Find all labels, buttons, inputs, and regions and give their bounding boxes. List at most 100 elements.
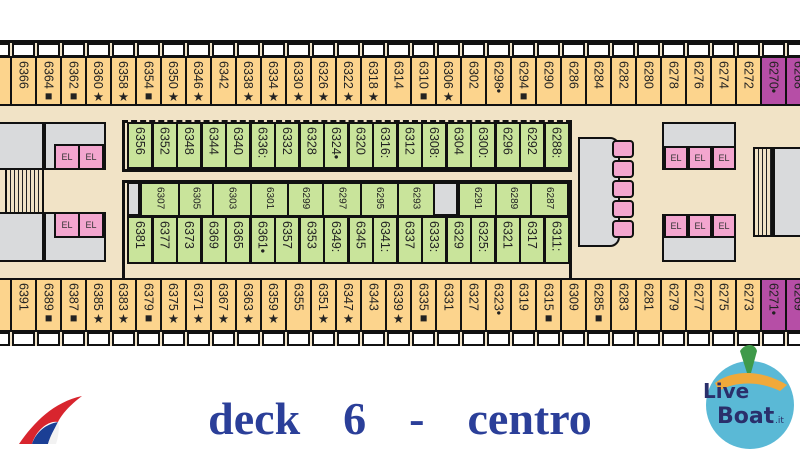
cabin[interactable]: 6279 bbox=[660, 278, 687, 332]
cabin[interactable]: 6347★ bbox=[335, 278, 362, 332]
cabin[interactable]: 6289 bbox=[495, 182, 532, 217]
cabin[interactable]: 6311: bbox=[543, 216, 570, 264]
cabin[interactable]: 6268 bbox=[785, 56, 800, 106]
cabin[interactable]: 6297 bbox=[322, 182, 362, 217]
cabin[interactable]: 6318★ bbox=[360, 56, 387, 106]
cabin[interactable]: 6294■ bbox=[510, 56, 537, 106]
cabin[interactable]: 6350★ bbox=[160, 56, 187, 106]
cabin[interactable]: 6369 bbox=[200, 216, 227, 264]
cabin[interactable]: 6281 bbox=[635, 278, 662, 332]
cabin[interactable]: 6285■ bbox=[585, 278, 612, 332]
cabin[interactable]: 6325: bbox=[470, 216, 496, 264]
cabin[interactable]: 6295 bbox=[360, 182, 399, 217]
cabin[interactable]: 6316: bbox=[372, 122, 398, 169]
cabin[interactable]: 6288: bbox=[543, 122, 570, 169]
cabin[interactable]: 6366 bbox=[10, 56, 37, 106]
cabin[interactable]: 6308: bbox=[421, 122, 447, 169]
cabin[interactable]: 6280 bbox=[635, 56, 662, 106]
cabin[interactable]: 6273 bbox=[735, 278, 762, 332]
cabin[interactable]: 6284 bbox=[585, 56, 612, 106]
cabin[interactable]: 6300: bbox=[470, 122, 496, 169]
cabin[interactable]: 6379■ bbox=[135, 278, 162, 332]
cabin[interactable]: 6341: bbox=[372, 216, 398, 264]
cabin[interactable]: 6286 bbox=[560, 56, 587, 106]
cabin[interactable]: 6333: bbox=[421, 216, 447, 264]
cabin[interactable]: 6299 bbox=[287, 182, 324, 217]
cabin[interactable]: 6315■ bbox=[535, 278, 562, 332]
cabin[interactable]: 6335■ bbox=[410, 278, 437, 332]
cabin[interactable]: 6322★ bbox=[335, 56, 362, 106]
cabin[interactable]: 6301 bbox=[250, 182, 289, 217]
cabin[interactable]: 6336: bbox=[249, 122, 276, 169]
cabin[interactable]: 6314 bbox=[385, 56, 412, 106]
cabin[interactable]: 6337 bbox=[396, 216, 423, 264]
cabin[interactable]: 6352 bbox=[151, 122, 178, 169]
cabin[interactable]: 6298• bbox=[485, 56, 512, 106]
cabin[interactable]: 6312 bbox=[396, 122, 423, 169]
cabin[interactable]: 6328 bbox=[298, 122, 325, 169]
cabin[interactable]: 6373 bbox=[176, 216, 202, 264]
cabin[interactable]: 6282 bbox=[610, 56, 637, 106]
cabin[interactable]: 6309 bbox=[560, 278, 587, 332]
cabin[interactable]: 6355 bbox=[285, 278, 312, 332]
cabin[interactable]: 6343 bbox=[360, 278, 387, 332]
cabin[interactable]: 6304 bbox=[445, 122, 472, 169]
cabin[interactable]: 6385★ bbox=[85, 278, 112, 332]
cabin[interactable]: 6324• bbox=[323, 122, 349, 169]
cabin[interactable]: 6377 bbox=[151, 216, 178, 264]
cabin[interactable]: 6391 bbox=[10, 278, 37, 332]
cabin[interactable]: 6317 bbox=[519, 216, 545, 264]
cabin[interactable]: 6375★ bbox=[160, 278, 187, 332]
cabin[interactable]: 6330★ bbox=[285, 56, 312, 106]
cabin[interactable]: 6310■ bbox=[410, 56, 437, 106]
cabin[interactable]: 6303 bbox=[212, 182, 252, 217]
cabin[interactable]: 6276 bbox=[685, 56, 712, 106]
cabin[interactable]: 6344 bbox=[200, 122, 227, 169]
cabin[interactable]: 6354■ bbox=[135, 56, 162, 106]
cabin[interactable]: 6360★ bbox=[85, 56, 112, 106]
cabin[interactable]: 6348 bbox=[176, 122, 202, 169]
cabin[interactable]: 6353 bbox=[298, 216, 325, 264]
cabin[interactable]: 6277 bbox=[685, 278, 712, 332]
cabin[interactable]: 6367★ bbox=[210, 278, 237, 332]
cabin[interactable]: 6356 bbox=[127, 122, 153, 169]
cabin[interactable]: 6334★ bbox=[260, 56, 287, 106]
cabin[interactable]: 6326★ bbox=[310, 56, 337, 106]
cabin[interactable]: 6371★ bbox=[185, 278, 212, 332]
cabin[interactable]: 6357 bbox=[274, 216, 300, 264]
cabin[interactable]: 6293 bbox=[397, 182, 435, 217]
cabin[interactable]: 6338★ bbox=[235, 56, 262, 106]
cabin[interactable]: 6306★ bbox=[435, 56, 462, 106]
cabin[interactable]: 6287 bbox=[530, 182, 569, 217]
cabin[interactable]: 6292 bbox=[519, 122, 545, 169]
cabin[interactable]: 6351★ bbox=[310, 278, 337, 332]
cabin[interactable]: 6274 bbox=[710, 56, 737, 106]
cabin[interactable]: 6271• bbox=[760, 278, 787, 332]
cabin[interactable]: 6381 bbox=[127, 216, 153, 264]
cabin[interactable]: 6327 bbox=[460, 278, 487, 332]
cabin[interactable]: 6291 bbox=[458, 182, 497, 217]
cabin[interactable]: 6339★ bbox=[385, 278, 412, 332]
cabin[interactable]: 6361• bbox=[249, 216, 276, 264]
cabin[interactable]: 6275 bbox=[710, 278, 737, 332]
cabin[interactable]: 6296 bbox=[494, 122, 521, 169]
cabin[interactable]: 6323• bbox=[485, 278, 512, 332]
cabin[interactable]: 6342 bbox=[210, 56, 237, 106]
cabin[interactable]: 6359★ bbox=[260, 278, 287, 332]
cabin[interactable]: 6302 bbox=[460, 56, 487, 106]
cabin[interactable]: 6320 bbox=[347, 122, 374, 169]
cabin[interactable]: 6269 bbox=[785, 278, 800, 332]
cabin[interactable]: 6290 bbox=[535, 56, 562, 106]
cabin[interactable]: 6319 bbox=[510, 278, 537, 332]
cabin[interactable]: 6358★ bbox=[110, 56, 137, 106]
cabin[interactable]: 6329 bbox=[445, 216, 472, 264]
cabin[interactable]: 6270• bbox=[760, 56, 787, 106]
cabin[interactable]: 6389■ bbox=[35, 278, 62, 332]
cabin[interactable]: 6383★ bbox=[110, 278, 137, 332]
cabin[interactable]: 6365 bbox=[225, 216, 251, 264]
cabin[interactable]: 6278 bbox=[660, 56, 687, 106]
cabin[interactable]: 6349: bbox=[323, 216, 349, 264]
cabin[interactable]: 6331 bbox=[435, 278, 462, 332]
cabin[interactable]: 6346★ bbox=[185, 56, 212, 106]
cabin[interactable]: 6387■ bbox=[60, 278, 87, 332]
